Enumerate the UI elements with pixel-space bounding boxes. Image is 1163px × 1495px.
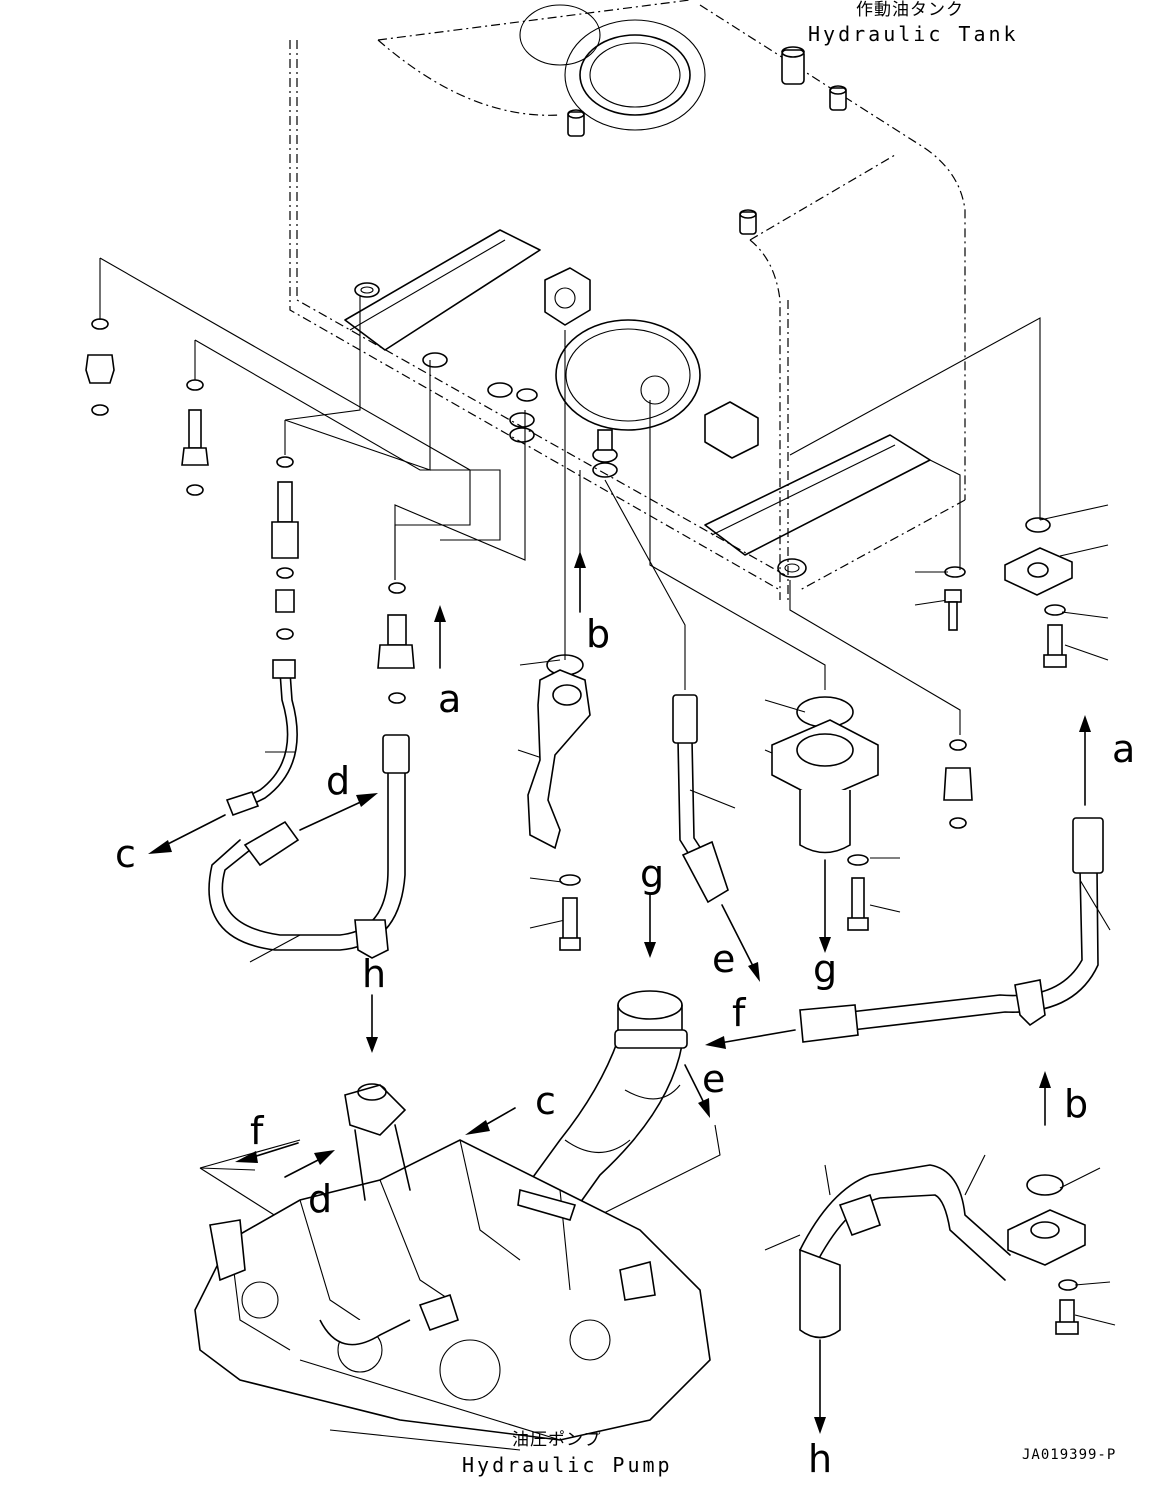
callout-e-lower: e [702,1057,726,1101]
callout-f-upper: f [732,991,746,1035]
callout-c-upper: c [115,832,136,876]
hose-d [208,734,410,959]
callout-h-lower: h [808,1437,833,1481]
leader-lines [99,257,1116,1326]
hose-c [225,659,298,817]
callout-c-lower: c [535,1079,556,1123]
tank-label-en: Hydraulic Tank [808,22,1019,46]
hydraulic-tank-outline [289,0,966,600]
callout-h-upper: h [362,952,387,996]
direction-arrows [148,551,1091,1434]
tank-mounting-rails [344,229,931,556]
tank-filler-flange [519,4,706,131]
callout-a-upper: a [438,677,462,721]
callout-g-upper: g [640,852,665,896]
hose-e [672,694,729,904]
gaskets [546,654,854,728]
square-flange-adapter [771,719,879,854]
hose-f [799,817,1104,1043]
callout-b-lower: b [1064,1082,1089,1126]
hydraulic-pump-assembly [194,1083,711,1451]
callout-f-lower: f [250,1109,264,1153]
callout-b-upper: b [586,612,611,656]
suction-elbow-flange [527,669,591,850]
pump-label-en: Hydraulic Pump [462,1453,673,1477]
pump-label-jp: 油圧ポンプ [512,1430,602,1450]
callout-g-lower: g [813,947,838,991]
o-rings-and-fittings [85,318,973,829]
callout-a-right: a [1112,727,1136,771]
tank-bosses [567,46,847,235]
suction-hose-g [519,990,688,1211]
tank-bottom-ports [354,267,807,578]
tank-label-jp: 作動油タンク [856,0,964,20]
bolts-and-washers [559,517,1079,1335]
callout-d-lower: d [308,1177,333,1221]
callout-d-upper: d [326,759,351,803]
hose-h [799,1164,1086,1339]
callout-e-upper: e [712,937,736,981]
drawing-code: JA019399-P [1022,1447,1117,1463]
